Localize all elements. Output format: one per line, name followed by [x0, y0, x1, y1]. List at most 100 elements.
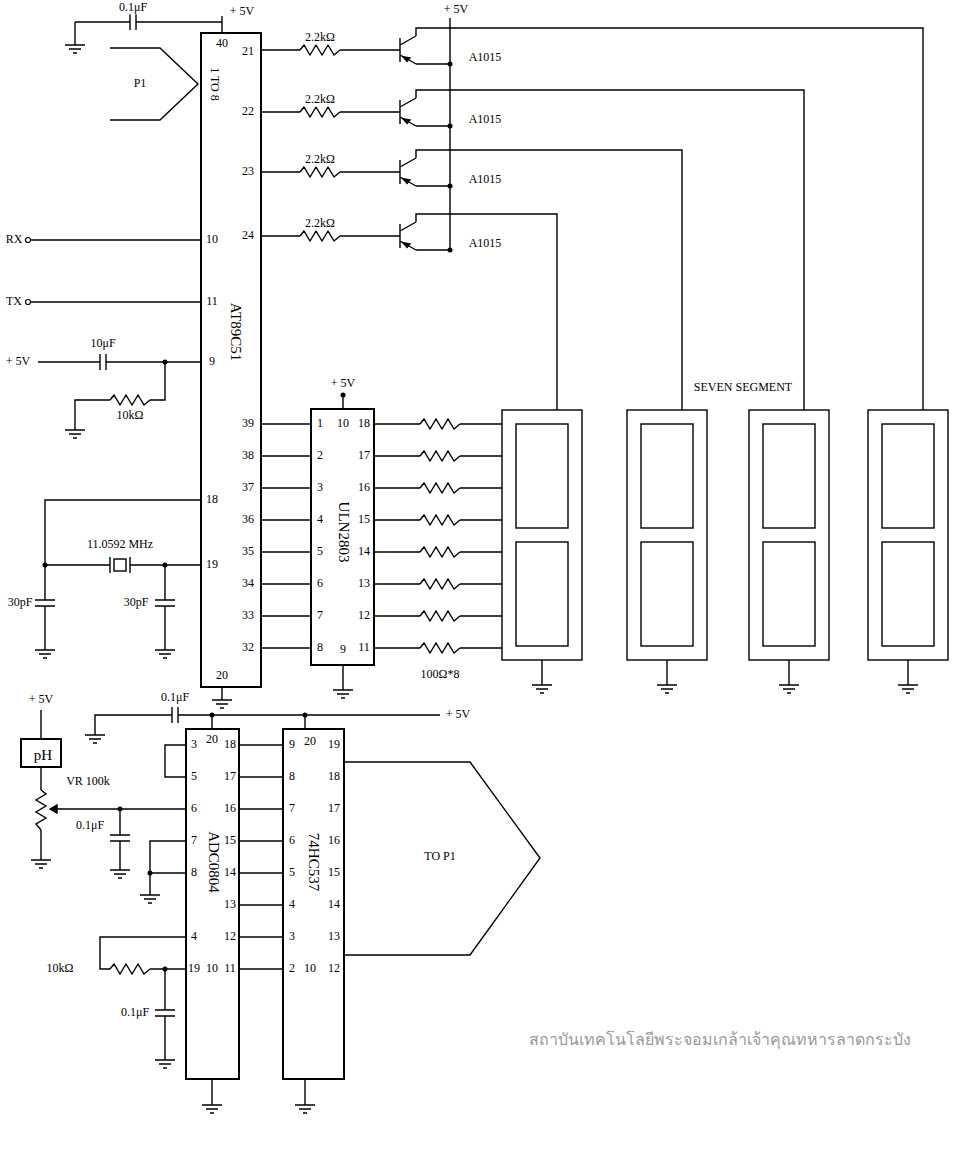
- wire: [262, 519, 310, 520]
- pin-number: 9: [339, 643, 347, 656]
- pin-number: 15: [327, 866, 341, 879]
- wire: [240, 904, 282, 905]
- pin-number: 8: [288, 770, 296, 783]
- pin-number: 6: [316, 577, 324, 590]
- component-label: P1: [133, 77, 148, 90]
- transistor-symbol: [388, 222, 416, 250]
- component-label: + 5V: [330, 377, 356, 390]
- component-label: 0.1μF: [160, 691, 190, 704]
- pin-number: 13: [223, 898, 237, 911]
- pin-number: 19: [187, 962, 201, 975]
- resistor-symbol: [300, 45, 340, 55]
- pin-number: 4: [316, 513, 324, 526]
- pin-number: 12: [357, 609, 371, 622]
- pin-number: 5: [316, 545, 324, 558]
- sensor-box: pH: [20, 738, 62, 768]
- pin-number: 4: [288, 898, 296, 911]
- component-label: VR 100k: [65, 775, 111, 788]
- pin-number: 38: [241, 449, 255, 462]
- seven-segment-display: [868, 410, 948, 660]
- pin-number: 6: [288, 834, 296, 847]
- pin-number: 22: [241, 105, 255, 118]
- component-label: 2.2kΩ: [304, 31, 336, 44]
- pin-number: 18: [223, 738, 237, 751]
- pin-number: 18: [205, 493, 219, 506]
- pin-number: 7: [316, 609, 324, 622]
- resistor-symbol: [300, 167, 340, 177]
- component-label: 0.1μF: [118, 1, 148, 14]
- pin-number: 11: [357, 641, 371, 654]
- pin-number: 20: [215, 669, 229, 682]
- resistor-symbol: [300, 231, 340, 241]
- resistor-symbol: [300, 107, 340, 117]
- seven-segment-display: [502, 410, 582, 660]
- pin-number: 19: [327, 738, 341, 751]
- wire: [240, 776, 282, 777]
- pin-number: 9: [288, 738, 296, 751]
- pin-number: 24: [241, 229, 255, 242]
- component-label: SEVEN SEGMENT: [693, 381, 793, 394]
- chip-name: ADC0804: [206, 831, 223, 893]
- component-label: 30pF: [7, 596, 34, 609]
- chip-name: pH: [34, 747, 52, 764]
- pin-number: 36: [241, 513, 255, 526]
- component-label: 10kΩ: [116, 409, 145, 422]
- pin-number: 35: [241, 545, 255, 558]
- pin-number: 10: [205, 962, 219, 975]
- component-label: + 5V: [28, 693, 54, 706]
- port-arrow: [110, 48, 198, 120]
- seven-segment-display: [627, 410, 707, 660]
- wire: [240, 744, 282, 745]
- component-label: A1015: [468, 237, 503, 250]
- watermark: สถาบันเทคโนโลยีพระจอมเกล้าเจ้าคุณทหารลาด…: [528, 1031, 912, 1049]
- pin-number: 17: [327, 802, 341, 815]
- pin-number: 13: [327, 930, 341, 943]
- pin-number: 1: [316, 417, 324, 430]
- wire: [262, 647, 310, 648]
- wire: [240, 968, 282, 969]
- pin-number: 8: [316, 641, 324, 654]
- pin-number: 19: [205, 558, 219, 571]
- pin-number: 40: [215, 37, 229, 50]
- pin-number: 16: [327, 834, 341, 847]
- pin-number: 14: [223, 866, 237, 879]
- pin-number: 39: [241, 417, 255, 430]
- component-label: TO P1: [423, 850, 456, 863]
- pin-number: 10: [336, 417, 350, 430]
- pin-number: 17: [223, 770, 237, 783]
- pin-number: 9: [208, 355, 216, 368]
- component-label: 2.2kΩ: [304, 217, 336, 230]
- pin-number: 12: [223, 930, 237, 943]
- component-label: A1015: [468, 113, 503, 126]
- component-label: A1015: [468, 173, 503, 186]
- wire: [240, 872, 282, 873]
- pin-number: 10: [303, 962, 317, 975]
- pin-number: 34: [241, 577, 255, 590]
- pin-number: 20: [303, 735, 317, 748]
- pin-number: 12: [327, 962, 341, 975]
- pin-number: 7: [288, 802, 296, 815]
- pin-number: 20: [205, 733, 219, 746]
- potentiometer-symbol: [36, 790, 46, 830]
- pin-number: 15: [357, 513, 371, 526]
- capacitor-symbol: [130, 14, 136, 30]
- pin-number: 3: [190, 738, 198, 751]
- wire: [262, 455, 310, 456]
- transistor-symbol: [388, 158, 416, 186]
- component-label: 100Ω*8: [420, 668, 461, 681]
- component-label: 10kΩ: [46, 962, 75, 975]
- component-label: 11.0592 MHz: [86, 538, 154, 551]
- wire: [262, 615, 310, 616]
- wire: [240, 808, 282, 809]
- driver-chip: ULN2803: [310, 408, 375, 666]
- crystal-symbol: [114, 559, 126, 571]
- chip-name: ULN2803: [336, 502, 353, 563]
- wire: [262, 487, 310, 488]
- pin-number: 14: [357, 545, 371, 558]
- transistor-symbol: [388, 36, 416, 64]
- pin-number: 32: [241, 641, 255, 654]
- component-label: 2.2kΩ: [304, 153, 336, 166]
- pin-number: 15: [223, 834, 237, 847]
- seven-segment-display: [749, 410, 829, 660]
- wire: [262, 583, 310, 584]
